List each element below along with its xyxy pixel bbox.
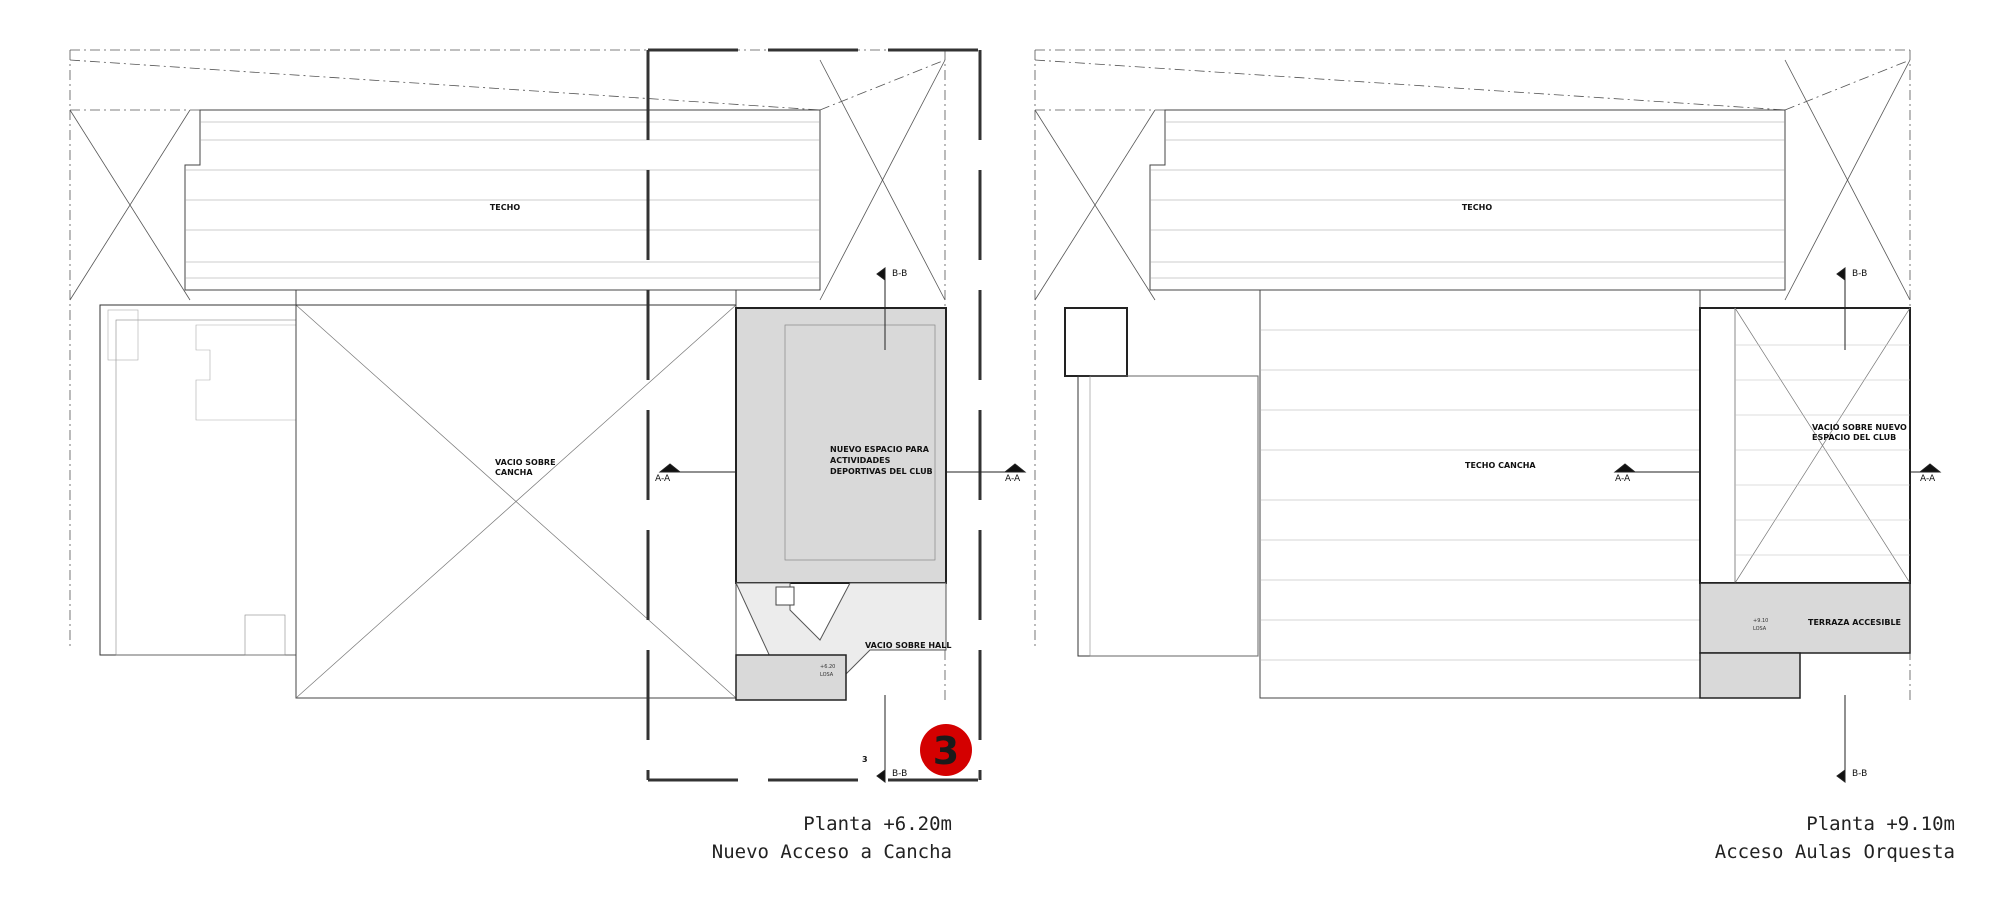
cut-line-frame — [646, 48, 982, 782]
void-new-space — [1699, 307, 1911, 699]
plan-right-labels: TECHO TECHO CANCHA VACIO SOBRE NUEVO ESP… — [1462, 203, 1955, 863]
slab-label: LOSA — [820, 672, 834, 678]
badge-number: 3 — [933, 729, 959, 773]
void-court-label-1: VACIO SOBRE — [495, 458, 556, 467]
plan-left-title: Planta +6.20m — [803, 813, 952, 835]
badge-circle — [920, 724, 972, 776]
court-void — [295, 289, 737, 699]
marker-small-number: 3 — [862, 755, 868, 764]
void-new-label-1: VACIO SOBRE NUEVO — [1812, 423, 1907, 432]
terrace-label: TERRAZA ACCESIBLE — [1808, 618, 1901, 627]
roof-label-right: TECHO — [1462, 203, 1492, 212]
new-sports-space — [735, 307, 947, 701]
level-label: +6.20 — [820, 664, 835, 670]
plan-right — [1034, 49, 1942, 783]
new-space-label-3: DEPORTIVAS DEL CLUB — [830, 467, 933, 476]
new-space-label-2: ACTIVIDADES — [830, 456, 891, 465]
section-bb-top: B-B — [892, 269, 907, 279]
void-court-label-2: CANCHA — [495, 468, 533, 477]
void-new-label-2: ESPACIO DEL CLUB — [1812, 433, 1896, 442]
plan-left-subtitle: Nuevo Acceso a Cancha — [712, 841, 952, 863]
roof-cross-lines-right — [1034, 59, 1911, 301]
section-aa-right: A-A — [1005, 474, 1021, 484]
plan-left-labels: TECHO VACIO SOBRE CANCHA NUEVO ESPACIO P… — [490, 203, 1021, 863]
level-label-right: +9.10 — [1753, 618, 1768, 624]
roof-block-right — [1149, 109, 1786, 291]
plan-right-title: Planta +9.10m — [1806, 813, 1955, 835]
slab-label-right: LOSA — [1753, 626, 1767, 632]
section-aa-left-r: A-A — [1615, 474, 1631, 484]
plan-right-subtitle: Acceso Aulas Orquesta — [1715, 841, 1955, 863]
court-roof-label: TECHO CANCHA — [1465, 461, 1536, 470]
plan-left — [69, 48, 1027, 783]
section-bb-top-r: B-B — [1852, 269, 1867, 279]
section-aa-right-r: A-A — [1920, 474, 1936, 484]
void-hall-label: VACIO SOBRE HALL — [865, 641, 951, 650]
section-markers-right — [1613, 267, 1942, 783]
roof-label: TECHO — [490, 203, 520, 212]
roof-cross-lines — [69, 59, 946, 301]
section-bb-bottom: B-B — [892, 769, 907, 779]
section-aa-left: A-A — [655, 474, 671, 484]
section-markers — [658, 267, 1027, 783]
left-building-block — [99, 304, 297, 656]
left-building-block-right — [1064, 307, 1259, 657]
section-bb-bottom-r: B-B — [1852, 769, 1867, 779]
new-space-label-1: NUEVO ESPACIO PARA — [830, 445, 930, 454]
roof-block — [184, 109, 821, 291]
court-roof — [1259, 289, 1701, 699]
